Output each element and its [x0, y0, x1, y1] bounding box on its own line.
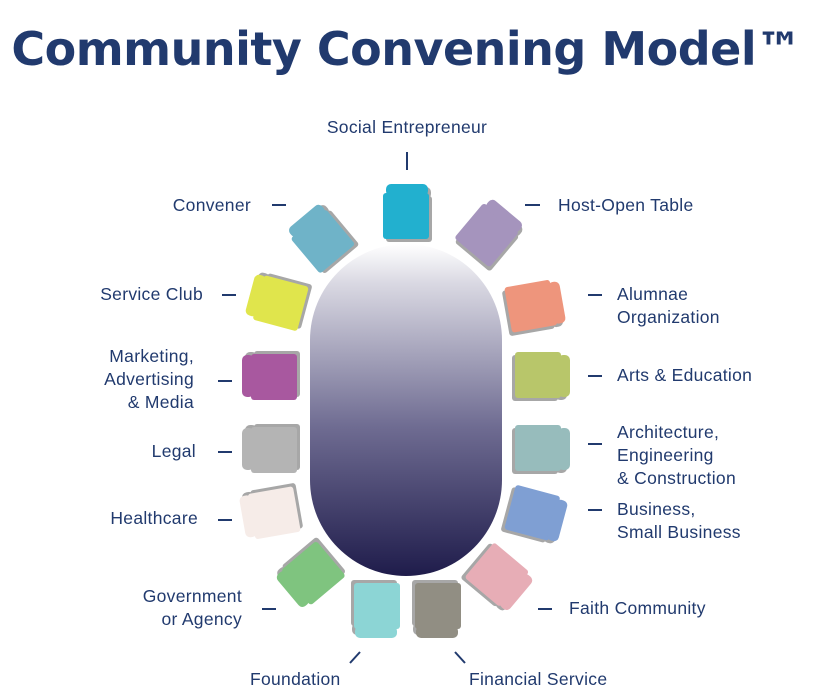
chair-business-small-business: [501, 485, 568, 544]
chair-convener: [289, 204, 359, 273]
chair-government-or-agency: [276, 537, 345, 607]
label-architecture-engineering-construction: Architecture,Engineering& Construction: [617, 422, 736, 488]
chair-legal: [242, 424, 300, 473]
chair-architecture-engineering-construction: [512, 425, 570, 474]
chair-host-open-table: [455, 199, 523, 271]
label-healthcare: Healthcare: [110, 508, 198, 528]
label-foundation: Foundation: [250, 669, 341, 689]
label-business-small-business: Business,Small Business: [617, 499, 741, 542]
chair-service-club: [245, 272, 312, 331]
label-host-open-table: Host-Open Table: [558, 195, 694, 215]
label-arts-education: Arts & Education: [617, 365, 752, 385]
leader-foundation: [349, 651, 361, 664]
label-convener: Convener: [173, 195, 251, 215]
chair-healthcare: [239, 483, 303, 539]
chair-foundation: [351, 580, 400, 638]
label-marketing-advertising-media: Marketing,Advertising& Media: [104, 346, 194, 412]
chair-marketing-advertising-media: [242, 351, 300, 400]
chair-alumnae-organization: [502, 280, 566, 336]
label-service-club: Service Club: [100, 284, 203, 304]
label-financial-service: Financial Service: [469, 669, 607, 689]
chair-faith-community: [461, 543, 533, 611]
label-legal: Legal: [152, 441, 196, 461]
page-title: Community Convening Model™: [11, 22, 802, 76]
conference-table: [310, 244, 502, 576]
chair-arts-education: [512, 352, 570, 401]
label-faith-community: Faith Community: [569, 598, 706, 618]
leader-financial-service: [454, 651, 466, 664]
chair-financial-service: [412, 580, 461, 638]
label-social-entrepreneur: Social Entrepreneur: [327, 117, 487, 137]
chair-social-entrepreneur: [383, 184, 432, 242]
